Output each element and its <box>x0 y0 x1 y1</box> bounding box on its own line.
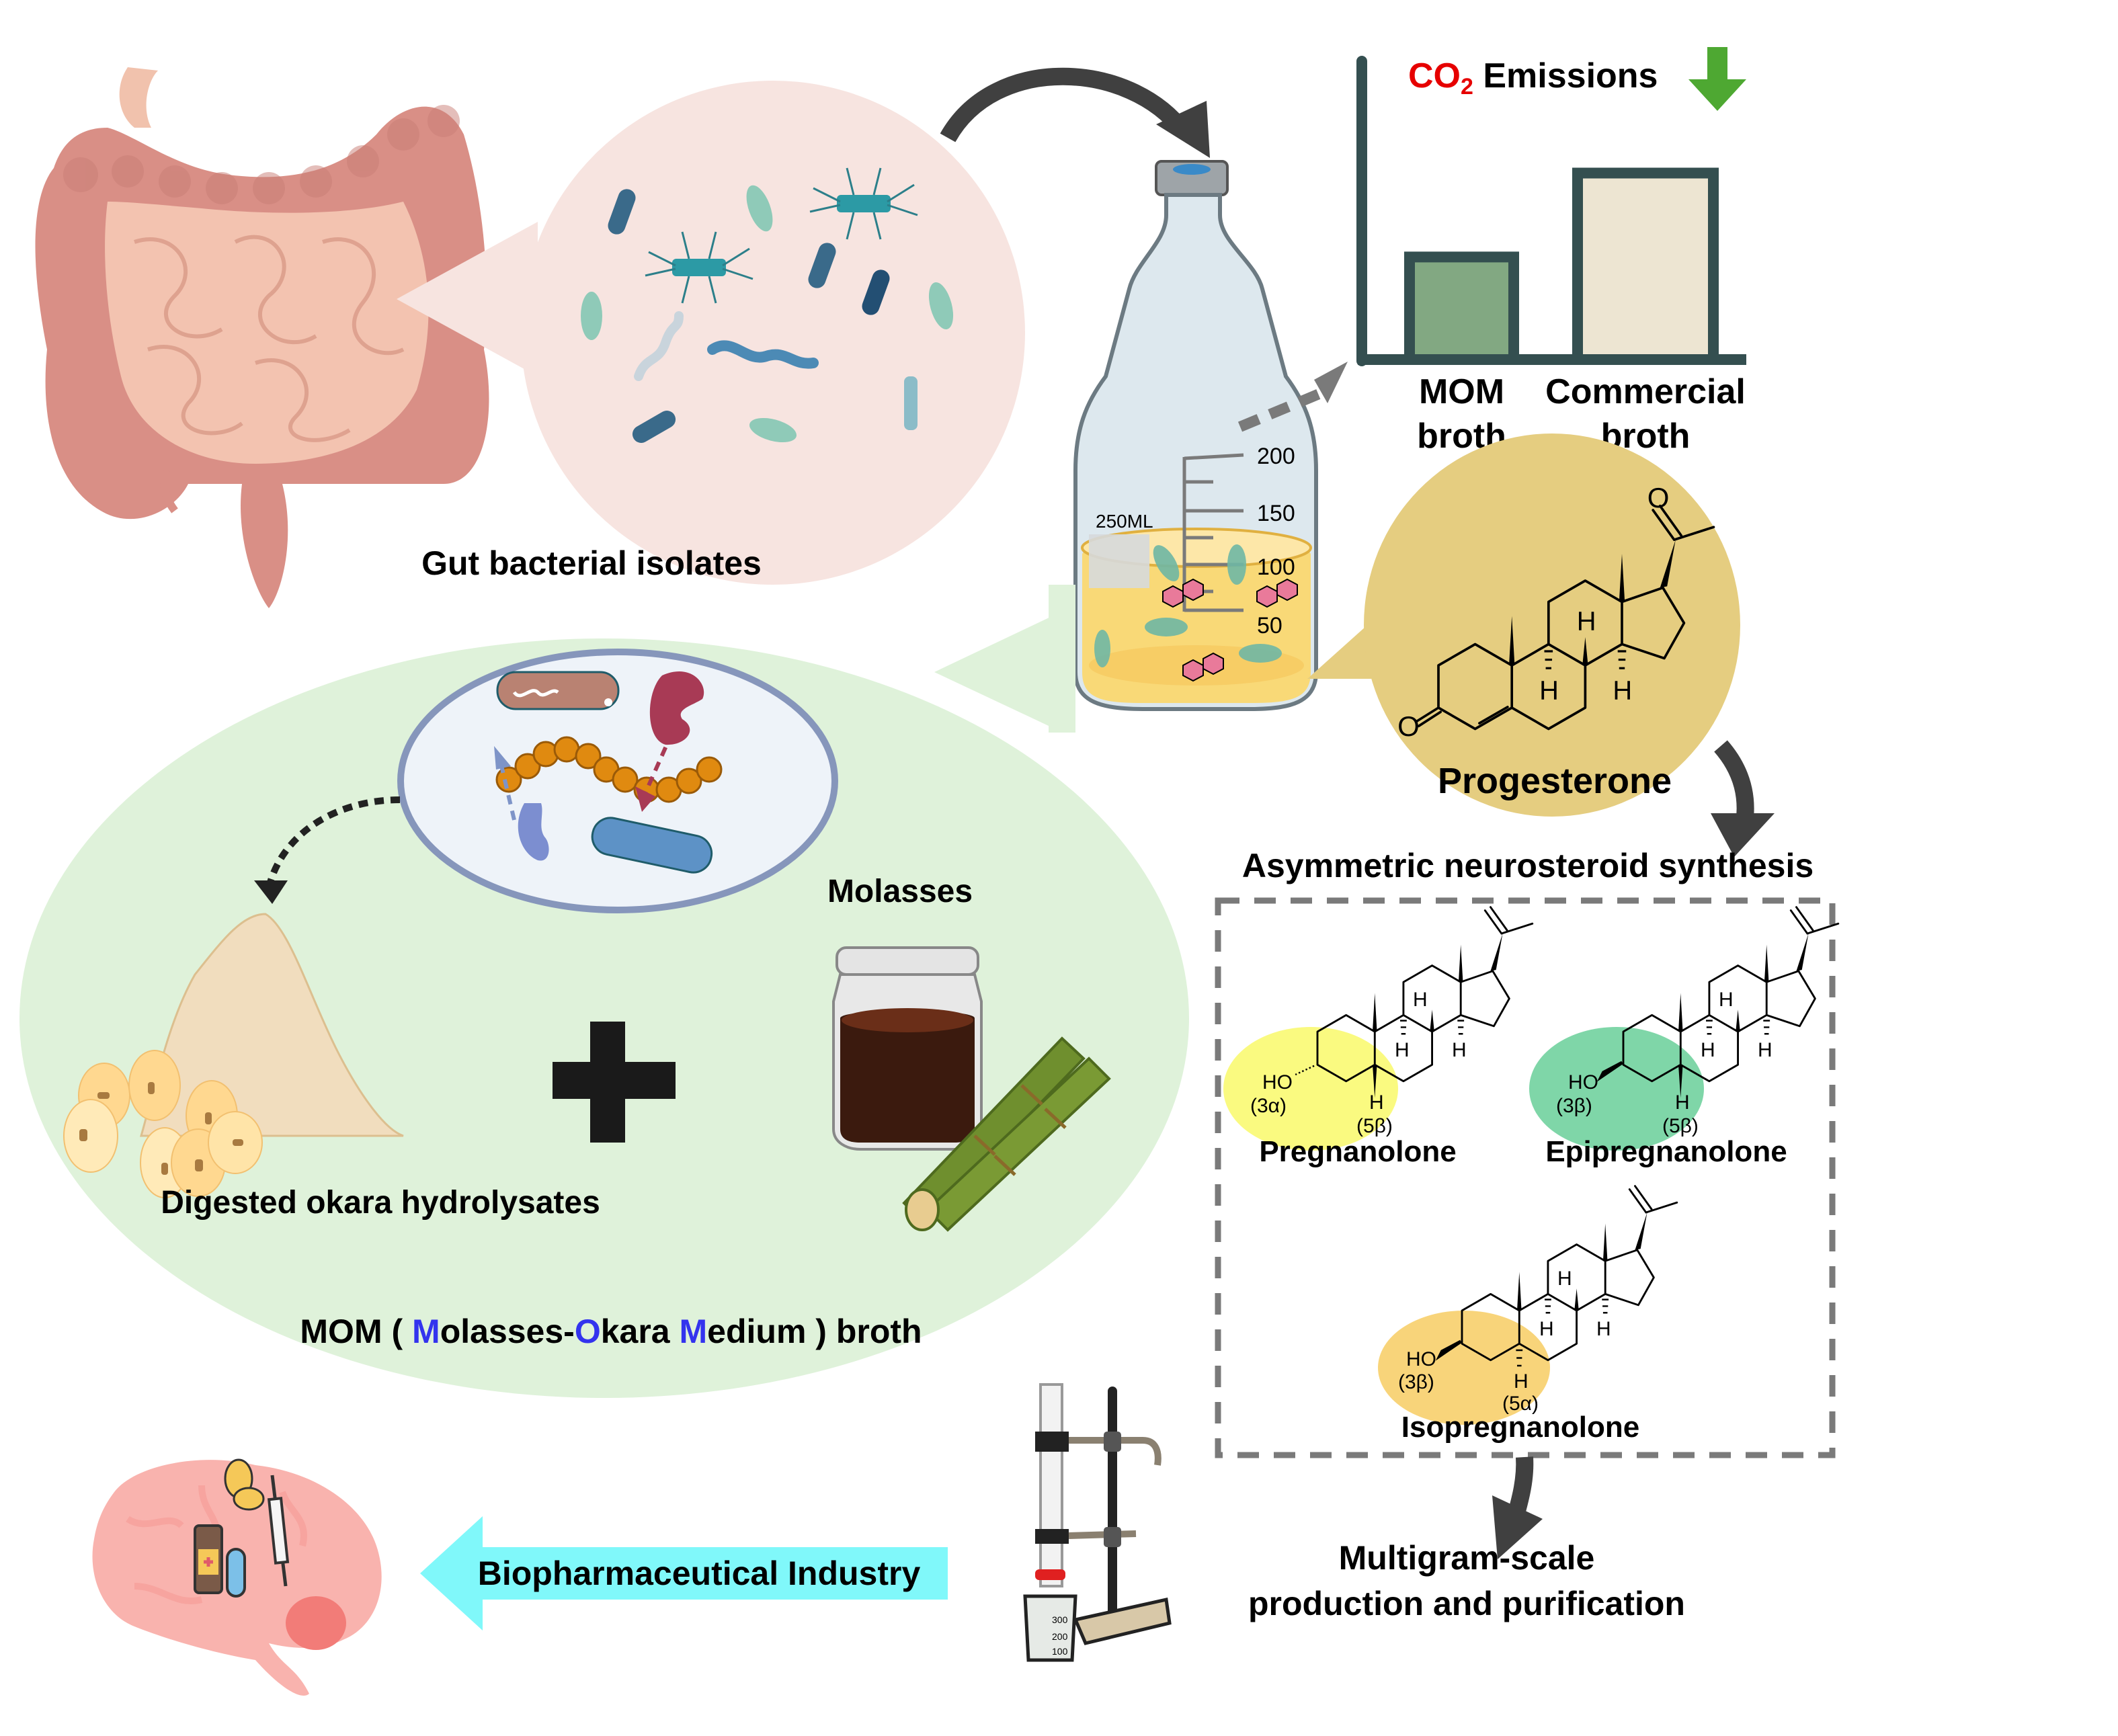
atom-h: H <box>1539 675 1559 705</box>
chart-title-co: CO <box>1408 56 1461 95</box>
hydroxyl-label: HO <box>1262 1071 1293 1093</box>
emission-dashed-arrow <box>1237 388 1323 432</box>
synthesis-heading: Asymmetric neurosteroid synthesis <box>1242 847 1814 884</box>
atom-o: O <box>1397 710 1420 742</box>
bottle-capacity: 250ML <box>1096 511 1153 532</box>
pregnanolone-structure: HO (3α) H (5β) H H H <box>1223 906 1534 1151</box>
okara-pile-icon <box>63 913 404 1198</box>
enzyme-degradation-bubble <box>397 649 838 913</box>
enzyme-icon <box>649 671 704 745</box>
label-highlight: M <box>680 1313 708 1350</box>
graduation-100: 100 <box>1257 554 1295 580</box>
down-arrow-icon <box>1688 47 1746 111</box>
graduation-200: 200 <box>1257 444 1295 469</box>
atom-h: H <box>1452 1039 1467 1061</box>
beaker-mark: 200 <box>1052 1631 1068 1642</box>
sugarcane-icon <box>902 1036 1111 1232</box>
beaker-mark: 100 <box>1052 1646 1068 1657</box>
plus-icon <box>553 1022 676 1143</box>
atom-h: H <box>1514 1370 1529 1393</box>
label-highlight: M <box>412 1313 440 1350</box>
stereo-5-label: (5α) <box>1502 1393 1539 1415</box>
arrowhead-icon <box>254 880 288 904</box>
bar-mom-broth <box>1404 251 1519 365</box>
dotted-arrow <box>266 796 401 888</box>
progesterone-bubble: O O H H H <box>1307 433 1740 817</box>
progesterone-structure: O O H H H <box>1397 482 1715 742</box>
gut-label: Gut bacterial isolates <box>421 544 762 582</box>
atom-h: H <box>1596 1318 1611 1340</box>
isopregnanolone-structure: HO (3β) H (5α) H H H <box>1378 1185 1678 1425</box>
culture-bottle-icon: 200 150 100 50 250ML <box>1073 160 1318 711</box>
bar-commercial-broth <box>1572 167 1719 365</box>
arrowhead-icon <box>1492 1495 1543 1559</box>
production-line2: production and purification <box>1248 1585 1685 1622</box>
stereo-5-label: (5β) <box>1662 1115 1699 1137</box>
stereo-5-label: (5β) <box>1356 1115 1393 1137</box>
graduation-50: 50 <box>1257 613 1282 638</box>
epipregnanolone-label: Epipregnanolone <box>1545 1135 1787 1168</box>
arrowhead-icon <box>1156 101 1210 158</box>
hydroxyl-label: HO <box>1568 1071 1598 1093</box>
chart-title: CO2 Emissions <box>1408 56 1658 99</box>
molasses-label: Molasses <box>827 874 973 909</box>
atom-h: H <box>1758 1039 1773 1061</box>
x-tick-label: MOM <box>1419 372 1504 411</box>
gut-bacteria-bubble <box>397 81 1025 585</box>
epipregnanolone-structure: HO (3β) H (5β) H H H <box>1529 906 1840 1151</box>
atom-h: H <box>1577 607 1596 636</box>
chart-title-suffix: Emissions <box>1473 56 1658 95</box>
stereo-3-label: (3β) <box>1556 1095 1592 1117</box>
atom-h: H <box>1557 1268 1572 1290</box>
intestine-icon <box>35 67 489 608</box>
isopregnanolone-label: Isopregnanolone <box>1401 1411 1639 1444</box>
label-part: edium ) broth <box>707 1313 922 1350</box>
medium-bubble <box>19 585 1189 1398</box>
atom-h: H <box>1369 1091 1384 1114</box>
atom-o: O <box>1647 482 1670 513</box>
beaker-mark: 300 <box>1052 1614 1068 1625</box>
label-highlight: O <box>575 1313 601 1350</box>
stereo-3-label: (3β) <box>1398 1371 1434 1393</box>
atom-h: H <box>1719 989 1734 1011</box>
atom-h: H <box>1675 1091 1690 1114</box>
stereo-3-label: (3α) <box>1250 1095 1287 1117</box>
graduation-150: 150 <box>1257 501 1295 526</box>
production-line1: Multigram-scale <box>1339 1539 1595 1577</box>
chromatography-column-icon: 300 200 100 <box>1023 1383 1172 1662</box>
label-part: olasses- <box>440 1313 575 1350</box>
products-dashed-box <box>1215 897 1836 1458</box>
mom-broth-label: MOM ( Molasses-Okara Medium ) broth <box>300 1313 922 1350</box>
arrowhead-icon <box>1314 362 1348 403</box>
biopharma-label: Biopharmaceutical Industry <box>478 1555 921 1592</box>
bacterium-icon <box>591 817 713 874</box>
atom-h: H <box>1701 1039 1715 1061</box>
atom-h: H <box>1395 1039 1410 1061</box>
okara-label: Digested okara hydrolysates <box>161 1185 600 1221</box>
hydroxyl-label: HO <box>1406 1348 1436 1370</box>
label-part: MOM ( <box>300 1313 412 1350</box>
arrowhead-icon <box>1711 813 1775 857</box>
chart-title-subscript: 2 <box>1461 74 1473 99</box>
intestine-illustration <box>35 67 489 608</box>
synthesis-arrow <box>1714 740 1754 825</box>
progesterone-label: Progesterone <box>1438 761 1672 801</box>
molasses-jar-icon <box>832 946 983 1151</box>
enzyme-icon <box>518 803 549 861</box>
bacteria-icon <box>581 167 954 443</box>
brain-drugs-icon <box>92 1458 382 1696</box>
to-bottle-arrow <box>940 67 1190 142</box>
production-arrow <box>1507 1456 1534 1518</box>
x-tick-label: Commercial <box>1545 372 1746 411</box>
pregnanolone-label: Pregnanolone <box>1259 1135 1456 1168</box>
label-part: kara <box>601 1313 680 1350</box>
atom-h: H <box>1613 675 1632 705</box>
biopharma-arrow <box>420 1516 948 1630</box>
atom-h: H <box>1539 1318 1554 1340</box>
atom-h: H <box>1413 989 1428 1011</box>
